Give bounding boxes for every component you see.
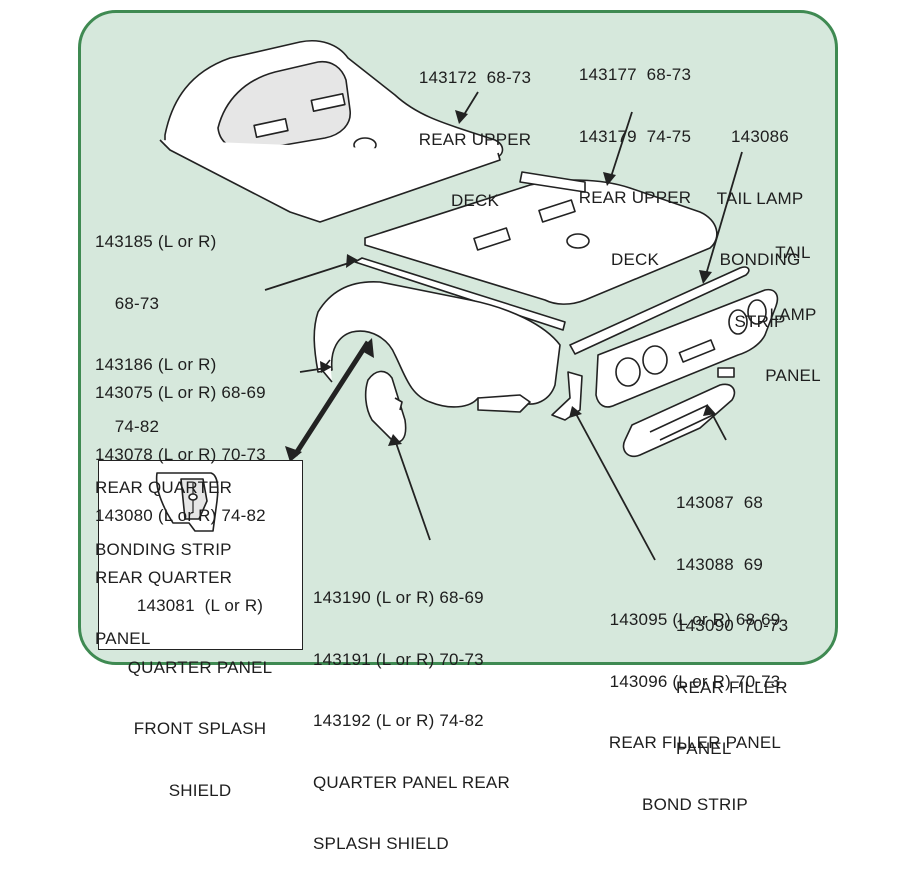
rear-quarter-panel-part [313,281,561,413]
label-line: QUARTER PANEL [127,657,273,677]
rear-upper-deck-lower-part [364,171,718,305]
label-line: TAIL [775,243,811,262]
label-line: DECK [610,249,660,269]
label-rear-upper-deck-b: 143177 68-73 143179 74-75 REAR UPPER DEC… [560,24,710,291]
label-line: 143192 (L or R) 74-82 [313,711,484,730]
label-rear-upper-deck-a: 143172 68-73 REAR UPPER DECK [395,27,555,232]
label-line: 143090 70-73 [676,616,789,635]
label-line: FRONT SPLASH [133,719,267,738]
label-line: QUARTER PANEL REAR [313,772,510,792]
label-line: 143179 74-75 [578,126,692,146]
parts-illustration [159,40,779,561]
label-line: DECK [450,191,500,210]
tail-lamp-panel-part [595,288,779,408]
label-tail-lamp-panel: TAIL LAMP PANEL [756,202,830,407]
leader-arrowheads [285,110,716,462]
label-line: 143081 (L or R) [136,596,264,615]
label-line: REAR UPPER [578,188,692,207]
label-line: REAR UPPER [418,129,532,149]
rear-splash-shield-part [364,370,407,443]
label-line: STRIP [734,311,786,331]
label-line: SPLASH SHIELD [313,834,449,853]
label-front-splash-shield: 143081 (L or R) QUARTER PANEL FRONT SPLA… [100,555,300,822]
label-filler-panel-bond-strip: 143095 (L or R) 68-69 143096 (L or R) 70… [585,569,805,836]
label-line: 143075 (L or R) 68-69 [95,383,266,402]
label-line: 143172 68-73 [418,68,532,87]
label-line: 143078 (L or R) 70-73 [95,444,266,464]
label-rear-quarter-bonding-strip: 143185 (L or R) 68-73 143186 (L or R) 74… [95,191,232,581]
label-line: 143186 (L or R) [95,355,217,374]
label-line: REAR QUARTER [95,478,233,497]
label-line: 143191 (L or R) 70-73 [313,649,484,669]
label-line: 143190 (L or R) 68-69 [313,588,484,607]
inset-box [98,460,303,650]
label-line: 143088 69 [676,554,764,574]
tail-lamp-bonding-strip-part [569,266,750,355]
label-line: REAR QUARTER [95,567,233,587]
label-line: PANEL [765,366,821,385]
rear-upper-deck-upper-part [159,40,504,223]
front-splash-shield-illustration [155,472,219,532]
label-line: BONDING STRIP [95,539,232,559]
label-line: 143086 [731,127,789,146]
label-line: LAMP [769,304,817,324]
label-line: SHIELD [168,780,232,800]
label-line: 74-82 [95,416,160,436]
label-rear-splash-shield: 143190 (L or R) 68-69 143191 (L or R) 70… [313,547,510,875]
leader-lines [264,91,743,561]
label-line: 143080 (L or R) 74-82 [95,506,266,525]
label-line: 143087 68 [676,493,764,512]
label-rear-quarter-panel: 143075 (L or R) 68-69 143078 (L or R) 70… [95,342,266,670]
label-tail-lamp-bonding-strip: 143086 TAIL LAMP BONDING STRIP [705,86,815,353]
label-line: 68-73 [95,293,160,313]
label-line: BONDING [719,250,801,269]
label-line: PANEL [95,629,151,648]
rear-filler-panel-part [622,367,736,458]
label-line: 143095 (L or R) 68-69 [609,610,781,629]
label-line: REAR FILLER PANEL [608,733,782,752]
label-line: TAIL LAMP [716,188,804,208]
label-line: 143177 68-73 [578,65,692,84]
label-line: 143185 (L or R) [95,232,217,251]
label-line: BOND STRIP [642,794,748,814]
